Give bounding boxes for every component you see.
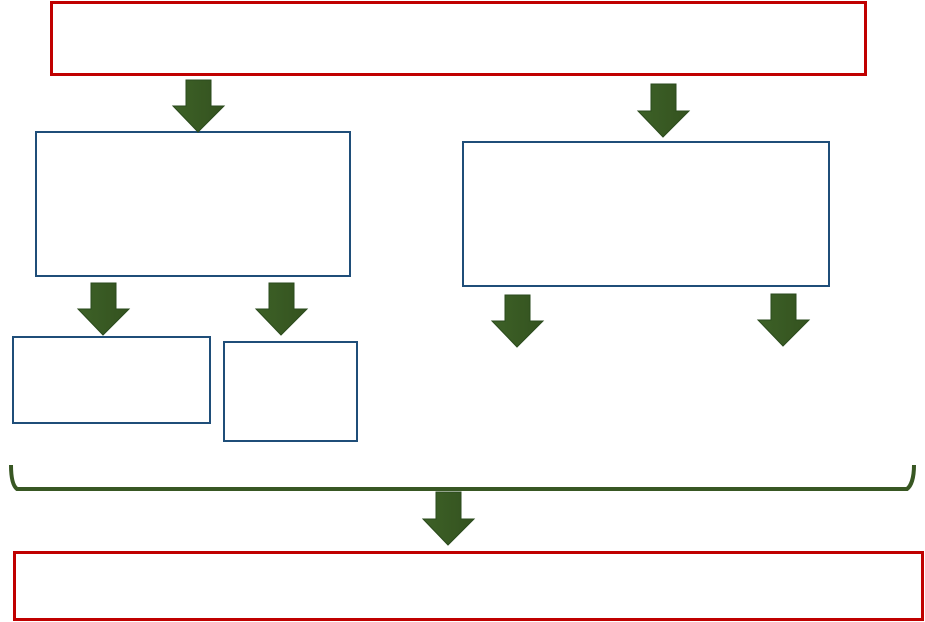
right-mid-box <box>462 141 830 287</box>
bottom-box <box>13 551 924 621</box>
left-mid-box <box>35 131 351 277</box>
bracket-connector <box>9 464 916 491</box>
arrow-down-icon <box>756 293 811 347</box>
arrow-down-icon <box>636 83 691 138</box>
left-sub-box-b <box>223 341 358 442</box>
arrow-down-icon <box>76 282 131 336</box>
arrow-down-icon <box>490 294 545 348</box>
left-sub-box-a <box>12 336 211 424</box>
arrow-down-icon <box>171 79 226 133</box>
top-box <box>50 1 867 76</box>
arrow-down-icon <box>421 491 476 546</box>
arrow-down-icon <box>254 282 309 336</box>
